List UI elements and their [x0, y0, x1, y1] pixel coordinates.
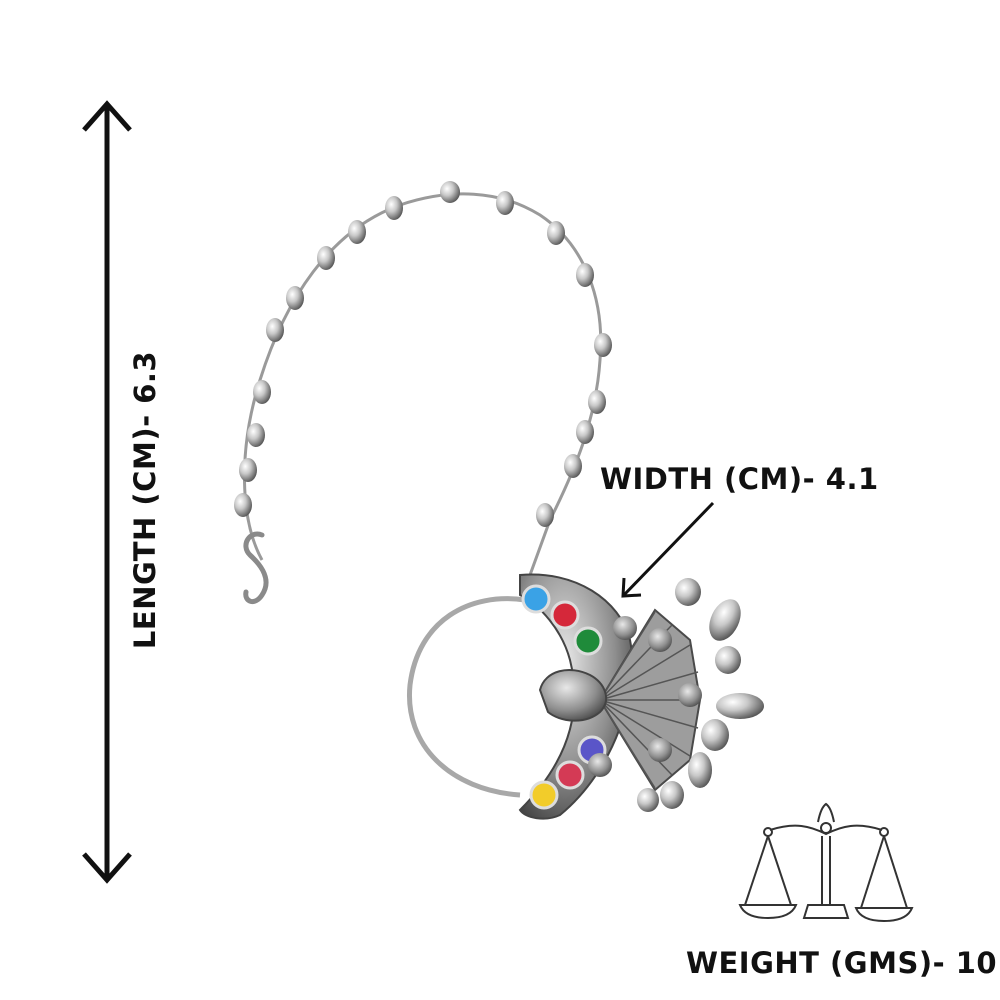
weight-label: WEIGHT (GMS)- 10: [686, 946, 998, 980]
peacock-fan: [538, 608, 702, 792]
width-label: WIDTH (CM)- 4.1: [600, 462, 879, 496]
length-label: LENGTH (CM)- 6.3: [128, 350, 162, 650]
hanging-drops: [637, 578, 764, 812]
hoop-wire: [407, 596, 526, 798]
chain-beads: [234, 181, 612, 527]
s-hook: [243, 531, 269, 605]
